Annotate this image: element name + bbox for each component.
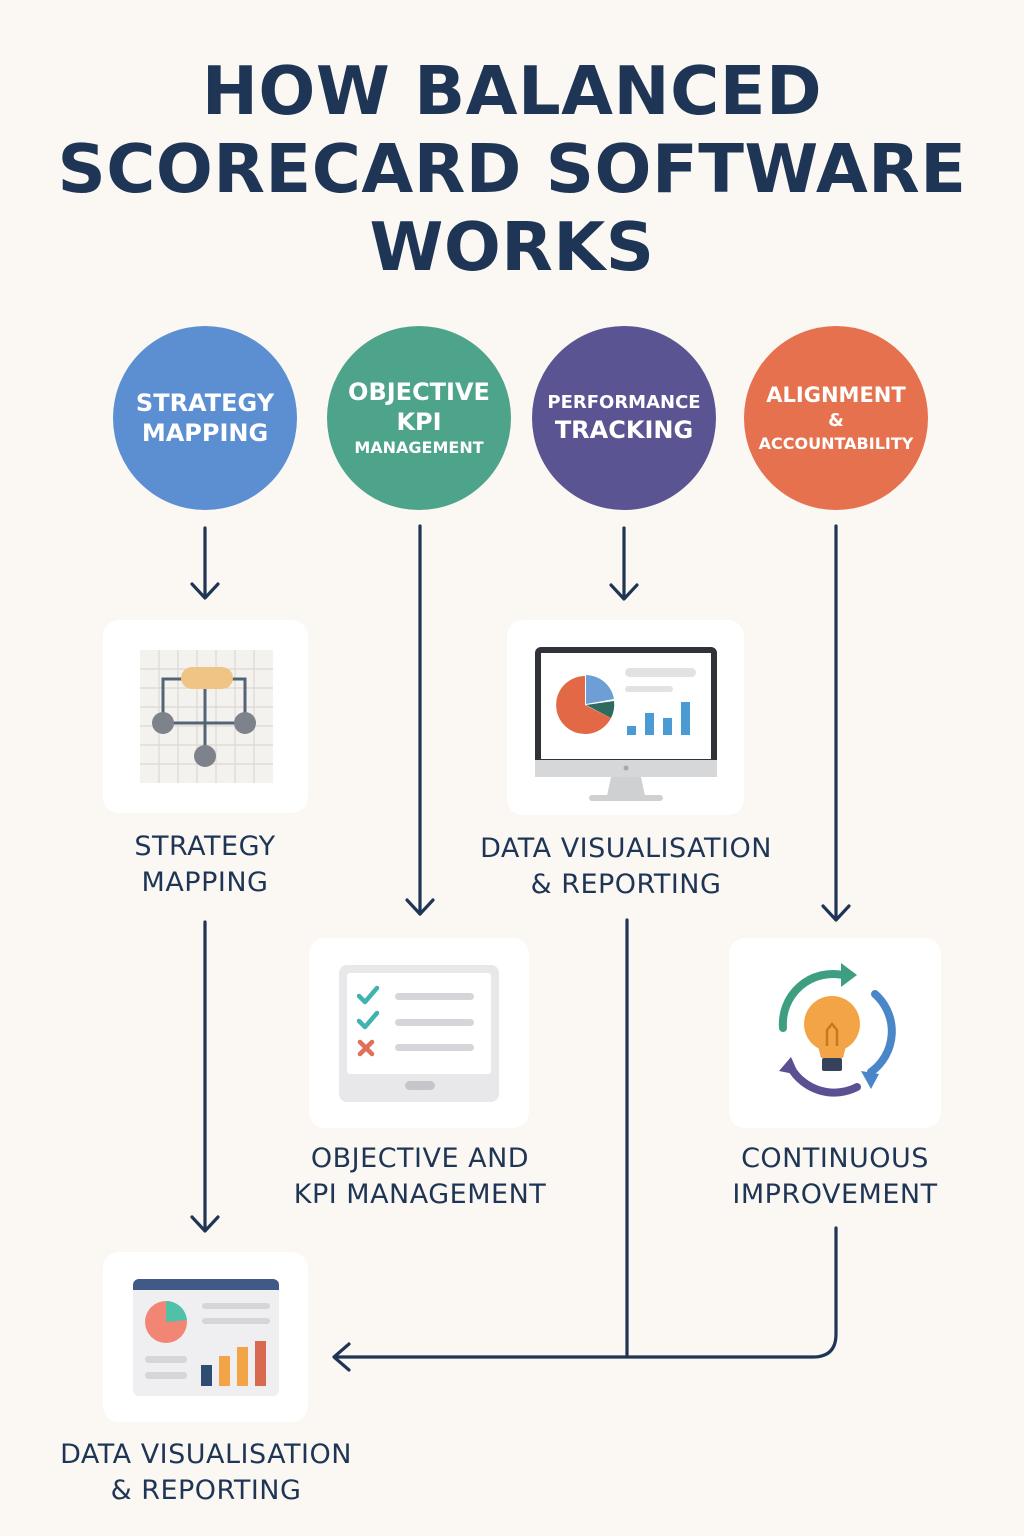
arrowhead-2 (405, 898, 435, 916)
circle-alignment-accountability: ALIGNMENT & ACCOUNTABILITY (744, 326, 928, 510)
label-1-line-1: STRATEGY (134, 831, 276, 862)
circle-4-line-3: ACCOUNTABILITY (758, 433, 914, 453)
circle-3-line-1: PERFORMANCE (547, 392, 701, 413)
circle-strategy-mapping: STRATEGY MAPPING (113, 326, 297, 510)
dashboard-icon (133, 1279, 279, 1396)
title-line-1: HOW BALANCED (201, 52, 823, 130)
checklist-icon (339, 965, 499, 1102)
arrowhead-1 (190, 582, 220, 600)
arrowhead-4 (821, 904, 851, 922)
label-3-line-2: KPI MANAGEMENT (293, 1179, 547, 1210)
label-5-line-1: DATA VISUALISATION (60, 1439, 352, 1470)
label-3-line-1: OBJECTIVE AND (310, 1143, 530, 1174)
arrowhead-7 (332, 1342, 351, 1372)
arrowhead-5 (190, 1215, 220, 1233)
card-strategy-mapping (103, 620, 308, 813)
monitor-chart-icon (535, 647, 717, 801)
circle-1-line-2: MAPPING (141, 419, 269, 447)
title-line-3: WORKS (369, 208, 655, 286)
circle-1-line-1: STRATEGY (135, 389, 275, 417)
strategy-map-icon (140, 650, 273, 783)
label-strategy-mapping: STRATEGY MAPPING (85, 829, 325, 901)
connector-7 (333, 1226, 838, 1359)
circle-performance-tracking: PERFORMANCE TRACKING (532, 326, 716, 510)
card-continuous-improvement (729, 938, 941, 1128)
circle-2-line-3: MANAGEMENT (354, 438, 484, 457)
label-data-visualisation-bottom: DATA VISUALISATION & REPORTING (46, 1437, 366, 1509)
circle-3-line-2: TRACKING (554, 416, 694, 444)
label-5-line-2: & REPORTING (110, 1475, 302, 1506)
lightbulb-cycle-icon (778, 963, 896, 1097)
label-4-line-1: CONTINUOUS (741, 1143, 929, 1174)
label-data-visualisation-top: DATA VISUALISATION & REPORTING (466, 831, 786, 903)
label-2-line-2: & REPORTING (530, 869, 722, 900)
label-1-line-2: MAPPING (141, 867, 269, 898)
arrowhead-3 (609, 583, 639, 601)
label-continuous-improvement: CONTINUOUS IMPROVEMENT (705, 1141, 965, 1213)
title-line-2: SCORECARD SOFTWARE (57, 130, 967, 208)
circle-objective-kpi: OBJECTIVE KPI MANAGEMENT (327, 326, 511, 510)
card-dashboard (103, 1252, 308, 1422)
circle-4-line-2: & (828, 409, 844, 431)
circle-2-line-1: OBJECTIVE (348, 378, 490, 406)
label-4-line-2: IMPROVEMENT (732, 1179, 938, 1210)
card-objective-kpi (309, 938, 529, 1128)
label-2-line-1: DATA VISUALISATION (480, 833, 772, 864)
card-data-visualisation (507, 620, 744, 815)
circle-2-line-2: KPI (396, 408, 442, 436)
circle-4-line-1: ALIGNMENT (766, 382, 906, 407)
label-objective-kpi: OBJECTIVE AND KPI MANAGEMENT (270, 1141, 570, 1213)
page-title: HOW BALANCED SCORECARD SOFTWARE WORKS (0, 52, 1024, 286)
